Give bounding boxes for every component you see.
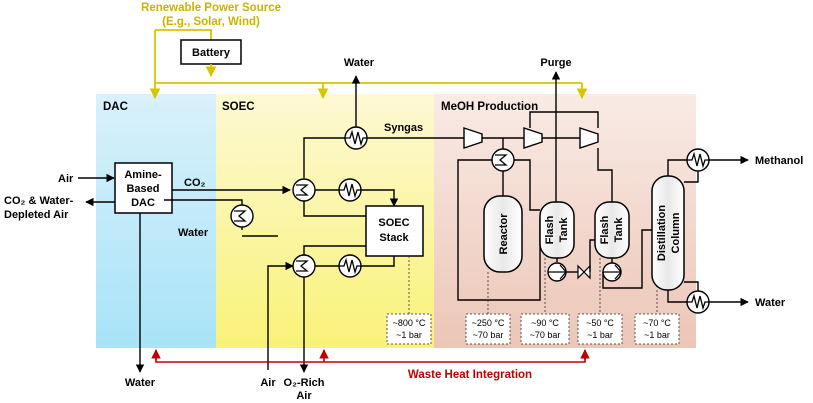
battery-label: Battery bbox=[192, 47, 231, 59]
syngas-label: Syngas bbox=[384, 122, 423, 134]
amine-dac-label-2: Based bbox=[126, 183, 159, 195]
dac-water-out-label: Water bbox=[125, 377, 156, 389]
syngas-cooler-icon bbox=[344, 126, 368, 150]
distillation-pressure: ~1 bar bbox=[644, 330, 670, 340]
o2-return-line bbox=[303, 245, 366, 255]
reboil-line bbox=[684, 281, 699, 291]
soec-section-title: SOEC bbox=[222, 101, 255, 113]
power-source-title: Renewable Power Source bbox=[141, 2, 281, 14]
depleted-air-label-1: CO₂ & Water- bbox=[4, 195, 74, 207]
dac-heat-exchanger-icon bbox=[230, 204, 254, 228]
flash-2-pressure: ~1 bar bbox=[587, 330, 613, 340]
soec-stack-label-2: Stack bbox=[379, 232, 409, 244]
co2-label: CO₂ bbox=[184, 177, 206, 189]
soec-conditions-box bbox=[386, 313, 432, 345]
o2-rich-label-1: O₂-Rich bbox=[284, 377, 325, 389]
reactor-label: Reactor bbox=[498, 213, 510, 255]
flash-2-conditions-box bbox=[577, 313, 623, 345]
depleted-air-label-2: Depleted Air bbox=[4, 209, 69, 221]
soec-stack-box bbox=[365, 205, 424, 257]
power-line bbox=[154, 30, 582, 84]
soec-temperature: ~800 °C bbox=[393, 318, 426, 328]
dac-section bbox=[96, 94, 216, 348]
flash-1-pressure: ~70 bar bbox=[530, 330, 561, 340]
reboiler-icon bbox=[686, 290, 710, 314]
reactor-to-flash-line bbox=[514, 159, 540, 211]
o2-rich-label-2: Air bbox=[296, 390, 312, 402]
flash-2-pump-icon bbox=[602, 262, 622, 282]
reflux-line bbox=[684, 171, 699, 183]
soec-heat-exchanger-top-icon bbox=[292, 178, 316, 202]
water-out-label: Water bbox=[755, 297, 786, 309]
distillation-top-line bbox=[667, 159, 687, 176]
soec-heat-exchanger-bottom-icon bbox=[292, 254, 316, 278]
battery-box bbox=[180, 39, 242, 65]
methanol-label: Methanol bbox=[755, 155, 803, 167]
distillation-label-1: Distillation bbox=[656, 205, 668, 262]
air-to-stack-line bbox=[361, 256, 395, 267]
dac-section-title: DAC bbox=[103, 101, 128, 113]
flash-tank-1-label-2: Tank bbox=[558, 217, 570, 243]
condenser-icon bbox=[686, 148, 710, 172]
distillation-temperature: ~70 °C bbox=[643, 318, 671, 328]
waste-heat-line bbox=[155, 352, 586, 363]
soec-pressure: ~1 bar bbox=[396, 330, 422, 340]
soec-heater-top-icon bbox=[338, 178, 362, 202]
flash-1-pump-icon bbox=[547, 262, 567, 282]
compressor-1-icon bbox=[463, 127, 483, 149]
flash-tank-2-label-1: Flash bbox=[599, 215, 611, 244]
water-top-label: Water bbox=[344, 57, 375, 69]
reactor-heat-exchanger-icon bbox=[491, 148, 515, 172]
distillation-label-2: Column bbox=[670, 212, 682, 253]
power-source-subtitle: (E.g., Solar, Wind) bbox=[162, 16, 260, 28]
flash-2-temperature: ~50 °C bbox=[586, 318, 614, 328]
distillation-conditions-box bbox=[634, 313, 680, 345]
flash-2-to-distillation bbox=[602, 229, 652, 289]
air-bottom-label: Air bbox=[260, 377, 276, 389]
air-inlet-label: Air bbox=[58, 173, 74, 185]
compressor-3-icon bbox=[579, 127, 599, 149]
amine-dac-box bbox=[114, 162, 173, 214]
purge-label: Purge bbox=[540, 57, 571, 69]
compressor-2-icon bbox=[523, 127, 543, 149]
flash-1-temperature: ~90 °C bbox=[531, 318, 559, 328]
waste-heat-label: Waste Heat Integration bbox=[408, 369, 532, 381]
stack-return-line bbox=[303, 201, 366, 217]
flash-2-vapor-line bbox=[597, 148, 613, 202]
soec-water-label: Water bbox=[178, 227, 209, 239]
soec-heater-bottom-icon bbox=[338, 254, 362, 278]
battery-feed bbox=[155, 29, 212, 40]
reactor-vessel bbox=[483, 195, 523, 273]
soec-feed-to-stack bbox=[361, 189, 399, 207]
reactor-conditions-box bbox=[465, 313, 511, 345]
flash-tank-2-label-2: Tank bbox=[613, 217, 625, 243]
flash-1-conditions-box bbox=[520, 313, 570, 345]
reactor-temperature: ~250 °C bbox=[472, 318, 505, 328]
flash-2-recycle-line bbox=[529, 111, 599, 128]
reactor-pressure: ~70 bar bbox=[473, 330, 504, 340]
distillation-bottom-line bbox=[667, 290, 687, 303]
valve-to-flash-2 bbox=[589, 239, 595, 272]
amine-dac-label-3: DAC bbox=[131, 197, 155, 209]
meoh-section-title: MeOH Production bbox=[441, 101, 538, 113]
syngas-cooling-line bbox=[303, 137, 356, 178]
air-inlet-bottom-line bbox=[267, 261, 294, 370]
reactor-loop-left bbox=[457, 159, 541, 301]
flash-tank-1-label-1: Flash bbox=[544, 215, 556, 244]
amine-dac-label-1: Amine- bbox=[124, 169, 162, 181]
soec-stack-label-1: SOEC bbox=[378, 217, 409, 229]
